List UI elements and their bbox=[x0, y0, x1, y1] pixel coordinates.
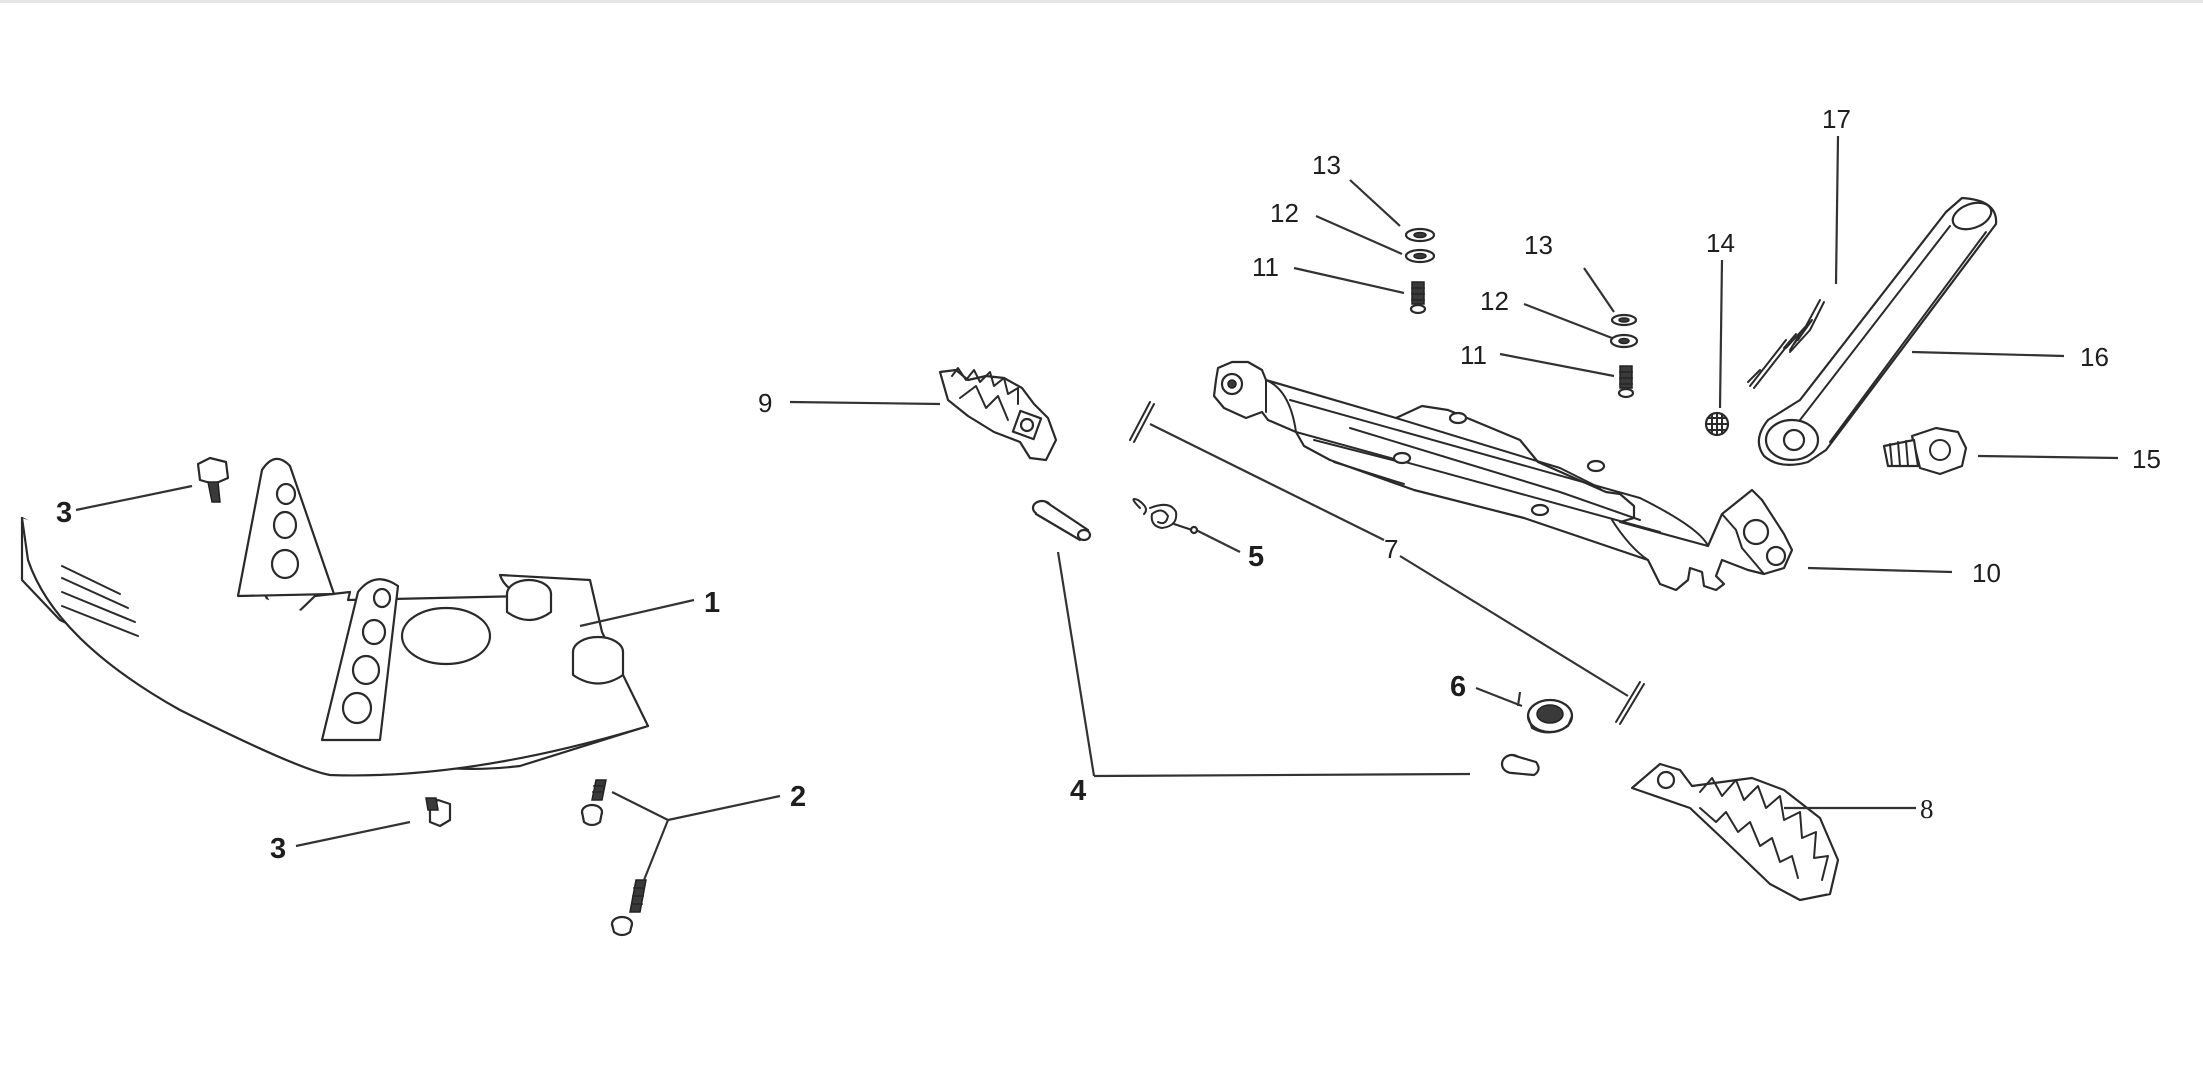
callout-7: 7 bbox=[1384, 534, 1398, 564]
callout-11-left: 11 bbox=[1252, 252, 1279, 282]
callout-8: 8 bbox=[1920, 794, 1934, 824]
callout-17: 17 bbox=[1822, 104, 1851, 134]
footpeg-bracket-part bbox=[1212, 360, 1794, 592]
callout-16: 16 bbox=[2080, 342, 2109, 372]
callout-11-right: 11 bbox=[1460, 340, 1487, 370]
side-stand-part bbox=[1757, 196, 1998, 467]
cotter-pin-part bbox=[1129, 401, 1645, 725]
nut-part bbox=[196, 456, 452, 828]
lock-nut-part bbox=[1704, 411, 1730, 437]
bolt-part bbox=[580, 779, 647, 937]
callout-12-left: 12 bbox=[1270, 198, 1299, 228]
callout-10: 10 bbox=[1972, 558, 2001, 588]
callout-3-top: 3 bbox=[56, 497, 72, 529]
callout-5: 5 bbox=[1248, 541, 1264, 573]
skid-plate-part bbox=[20, 457, 650, 777]
top-border bbox=[0, 0, 2203, 3]
right-footpeg-part bbox=[1630, 762, 1840, 902]
callout-9: 9 bbox=[758, 388, 772, 418]
callout-labels: 1 2 3 3 4 5 6 7 8 9 10 11 11 12 12 13 13… bbox=[56, 104, 2161, 865]
callout-13-right: 13 bbox=[1524, 230, 1553, 260]
leader-lines bbox=[75, 135, 2119, 881]
plug-part bbox=[1526, 698, 1574, 734]
callout-2: 2 bbox=[790, 781, 806, 813]
callout-1: 1 bbox=[704, 587, 720, 619]
pin-part bbox=[1031, 499, 1540, 777]
callout-12-right: 12 bbox=[1480, 286, 1509, 316]
left-footpeg-part bbox=[938, 367, 1058, 462]
callout-14: 14 bbox=[1706, 228, 1735, 258]
small-bolt-part bbox=[1409, 281, 1635, 399]
pivot-bolt-part bbox=[1882, 426, 1968, 476]
callout-3-bottom: 3 bbox=[270, 833, 286, 865]
callout-15: 15 bbox=[2132, 444, 2161, 474]
callout-4: 4 bbox=[1070, 775, 1086, 807]
stand-spring-part bbox=[1747, 299, 1825, 389]
callout-13-left: 13 bbox=[1312, 150, 1341, 180]
washer-part bbox=[1404, 227, 1639, 349]
callout-6: 6 bbox=[1450, 671, 1466, 703]
spring-part bbox=[1132, 498, 1199, 535]
